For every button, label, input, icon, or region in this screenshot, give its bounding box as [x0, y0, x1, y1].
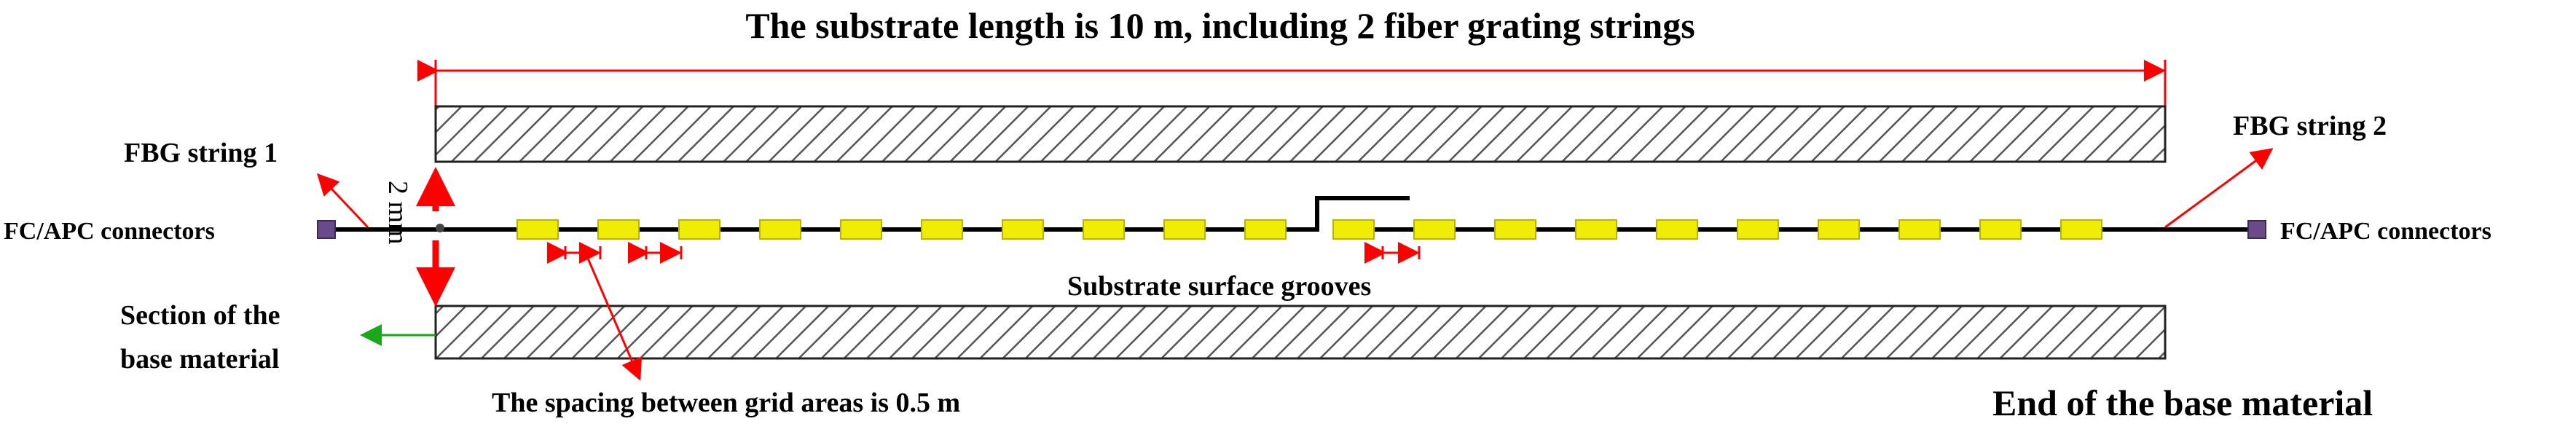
- spacing-callout-arrow: [585, 254, 643, 381]
- fbg-string-2-grating-6: [1737, 219, 1779, 240]
- thickness-label: 2 mm: [382, 181, 413, 245]
- connector-left-label: FC/APC connectors: [4, 218, 215, 245]
- spacing-marker-2: [628, 242, 683, 264]
- fbg-string-1-grating-7: [1002, 219, 1044, 240]
- fbg-string-1-grating-1: [517, 219, 559, 240]
- fbg-string-1-grating-4: [759, 219, 801, 240]
- spacing-label: The spacing between grid areas is 0.5 m: [492, 388, 960, 418]
- fbg-string-1-arrow: [316, 173, 369, 229]
- connector-right-label: FC/APC connectors: [2280, 218, 2491, 245]
- section-label-line1: Section of the: [120, 300, 280, 331]
- substrate-top: [434, 105, 2167, 163]
- fbg-string-1-grating-3: [678, 219, 720, 240]
- fbg-string-2-grating-10: [2060, 219, 2102, 240]
- fbg-string-2-label: FBG string 2: [2233, 111, 2387, 141]
- section-label-line2: base material: [120, 344, 279, 374]
- fbg-string-2-grating-2: [1413, 219, 1456, 240]
- fc-apc-connector-left: [317, 220, 336, 239]
- fbg-string-2-grating-4: [1575, 219, 1617, 240]
- fbg-string-1-grating-5: [840, 219, 882, 240]
- fbg-string-2-arrow: [2164, 148, 2274, 229]
- end-material-label: End of the base material: [1992, 382, 2373, 423]
- fc-apc-connector-right: [2247, 220, 2266, 239]
- fbg-string-1-grating-8: [1083, 219, 1125, 240]
- fbg-string-2-grating-7: [1818, 219, 1860, 240]
- substrate-bottom: [434, 305, 2167, 360]
- fbg-string-1-grating-10: [1244, 219, 1287, 240]
- fbg-string-1-grating-9: [1163, 219, 1206, 240]
- fbg-string-2-grating-8: [1898, 219, 1941, 240]
- spacing-marker-1: [547, 242, 602, 264]
- fbg-string-2-grating-5: [1656, 219, 1698, 240]
- fbg-gratings: [517, 219, 2102, 240]
- fbg-string-2-grating-3: [1494, 219, 1536, 240]
- fbg-string-1-grating-6: [921, 219, 963, 240]
- thickness-center-dot: [436, 224, 444, 232]
- fbg-string-1-label: FBG string 1: [124, 138, 278, 168]
- spacing-marker-3: [1364, 242, 1421, 264]
- fbg-string-2-grating-1: [1332, 219, 1375, 240]
- groove-step: [1308, 196, 1410, 232]
- diagram-title: The substrate length is 10 m, including …: [745, 5, 1695, 46]
- grooves-label: Substrate surface grooves: [1067, 271, 1371, 302]
- fbg-string-1-grating-2: [597, 219, 640, 240]
- fbg-string-2-grating-9: [1979, 219, 2022, 240]
